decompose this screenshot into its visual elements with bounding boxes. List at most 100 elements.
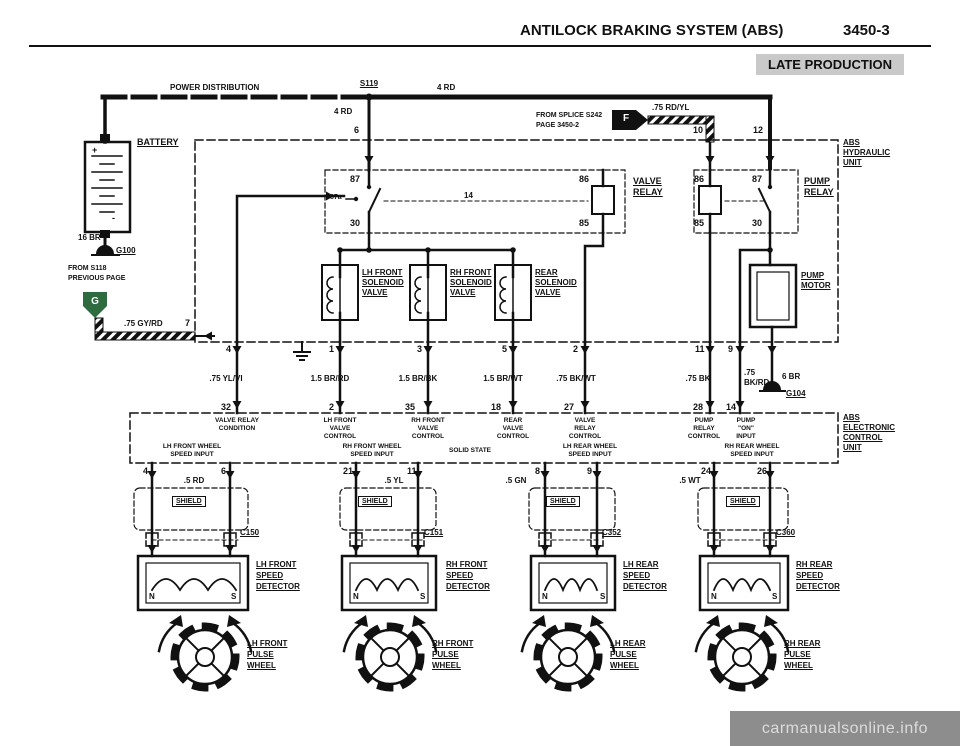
wheel-rh-rear-label-2: PULSE <box>784 650 811 659</box>
solenoid-rear-label-1: REAR <box>535 268 558 277</box>
pulse-wheel-rh-rear-icon <box>694 615 790 692</box>
hydraulic-unit-box <box>194 139 839 343</box>
ecu-fn-rear-valve-2: VALVE <box>502 425 524 432</box>
wheel-rh-front-label-1: RH FRONT <box>432 639 474 648</box>
power-distribution-label: POWER DISTRIBUTION <box>170 83 260 92</box>
detector-lh-rear-label-1: LH REAR <box>623 560 659 569</box>
pin-7-label: 7 <box>185 318 191 328</box>
solenoid-rh-front-label-1: RH FRONT <box>450 268 492 277</box>
flow-arrows <box>147 155 777 554</box>
shield-label-rh-front: SHIELD <box>358 496 392 507</box>
wheel-lh-front-label-1: LH FRONT <box>247 639 288 648</box>
solenoid-rear-icon <box>494 248 532 344</box>
wheel-rh-front-label-2: PULSE <box>432 650 459 659</box>
ecu-fn-rh-front-speed-1: RH FRONT WHEEL <box>342 443 402 450</box>
ecu-pin-8: 8 <box>535 466 541 476</box>
wheel-lh-rear-label-1: LH REAR <box>610 639 646 648</box>
wheel-lh-front-label-3: WHEEL <box>247 661 276 670</box>
wheel-lh-front-label-2: PULSE <box>247 650 274 659</box>
pump-motor-label-2: MOTOR <box>801 281 831 290</box>
wire-label-75bkrd-1: .75 <box>744 368 756 377</box>
ecu-fn-lh-rear-speed-2: SPEED INPUT <box>568 451 612 458</box>
detector-lh-front-n: N <box>149 592 155 601</box>
ecu-fn-lh-rear-speed-1: LH REAR WHEEL <box>562 443 618 450</box>
pin-10-label: 10 <box>693 125 704 135</box>
solenoid-rear-label-3: VALVE <box>535 288 561 297</box>
detector-lh-front-label-1: LH FRONT <box>256 560 297 569</box>
valve-relay-name-2: RELAY <box>633 187 663 197</box>
ecu-fn-valve-relay-control-1: VALVE <box>574 417 596 424</box>
wire-label-6br: 6 BR <box>782 372 801 381</box>
wire-label-5yl: .5 YL <box>384 476 404 485</box>
ecu-fn-rear-valve-3: CONTROL <box>496 433 530 440</box>
sensor-wires <box>150 461 772 558</box>
wire-label-5rd: .5 RD <box>183 476 205 485</box>
pump-motor-box <box>748 263 798 390</box>
pulse-wheel-lh-rear-icon <box>520 615 616 692</box>
wire-label-75bk: .75 BK <box>685 374 711 383</box>
detector-rh-front-s: S <box>420 592 426 601</box>
ecu-fn-rh-front-valve-1: RH FRONT <box>411 417 445 424</box>
ecu-fn-rear-valve-1: REAR <box>503 417 523 424</box>
pump-motor-label-1: PUMP <box>801 271 825 280</box>
wheel-rh-rear-label-3: WHEEL <box>784 661 813 670</box>
battery-plus: + <box>92 145 98 155</box>
ecu-fn-rh-rear-speed-2: SPEED INPUT <box>730 451 774 458</box>
from-splice-line1: FROM SPLICE S242 <box>536 112 603 119</box>
ecu-fn-lh-front-valve-2: VALVE <box>329 425 351 432</box>
wire-label-75ylvi: .75 YL/VI <box>209 374 243 383</box>
ecu-fn-pump-on-input-3: INPUT <box>736 433 756 440</box>
wire-label-75bkrd-2: BK/RD <box>744 378 770 387</box>
pump-relay-pin-86: 86 <box>694 174 705 184</box>
detector-lh-front-label-2: SPEED <box>256 571 284 580</box>
ecu-fn-lh-front-speed-2: SPEED INPUT <box>170 451 214 458</box>
pump-relay-name-2: RELAY <box>804 187 834 197</box>
solenoid-lh-front-label-1: LH FRONT <box>362 268 403 277</box>
valve-relay-name-1: VALVE <box>633 176 662 186</box>
valve-relay-box <box>324 168 626 235</box>
ecu-pin-24: 24 <box>701 466 712 476</box>
valve-relay-pin-87: 87 <box>350 174 361 184</box>
wire-label-5gn: .5 GN <box>505 476 527 485</box>
ecu-fn-lh-front-valve-1: LH FRONT <box>323 417 357 424</box>
unit-pin-2: 2 <box>573 344 579 354</box>
ecu-fn-valve-relay-condition-1: VALVE RELAY <box>215 417 259 424</box>
hydraulic-unit-name-1: ABS <box>843 138 860 147</box>
detector-lh-rear-n: N <box>542 592 548 601</box>
speed-detector-rh-rear-box <box>698 554 790 612</box>
valve-relay-pin-30: 30 <box>350 218 361 228</box>
battery-minus: - <box>112 213 115 223</box>
pulse-wheel-rh-front-icon <box>342 615 438 692</box>
ecu-pin-6: 6 <box>221 466 227 476</box>
unit-pin-11: 11 <box>695 344 705 354</box>
ecu-pin-21: 21 <box>343 466 354 476</box>
wire-label-15brwt: 1.5 BR/WT <box>483 374 523 383</box>
detector-rh-rear-label-1: RH REAR <box>796 560 833 569</box>
ecu-pin-11: 11 <box>407 466 417 476</box>
connector-c151-label: C151 <box>424 528 444 537</box>
shield-label-lh-front: SHIELD <box>172 496 206 507</box>
unit-pin-3: 3 <box>417 344 423 354</box>
ecu-pin-27: 27 <box>564 402 575 412</box>
pump-relay-name-1: PUMP <box>804 176 831 186</box>
ecu-pin-35: 35 <box>405 402 416 412</box>
page-number: 3450-3 <box>843 22 890 39</box>
pin-6-label: 6 <box>354 125 360 135</box>
ecu-name-4: UNIT <box>843 443 862 452</box>
ecu-fn-rh-front-speed-2: SPEED INPUT <box>350 451 394 458</box>
wire-label-75gyrd: .75 GY/RD <box>124 319 163 328</box>
ecu-fn-pump-relay-control-3: CONTROL <box>687 433 721 440</box>
solenoid-rh-front-label-3: VALVE <box>450 288 476 297</box>
ecu-pin-14: 14 <box>726 402 737 412</box>
wheel-lh-rear-label-2: PULSE <box>610 650 637 659</box>
ground-g104-label: G104 <box>786 389 806 398</box>
ecu-name-1: ABS <box>843 413 860 422</box>
connector-c352-label: C352 <box>602 528 622 537</box>
detector-lh-front-label-3: DETECTOR <box>256 582 300 591</box>
chassis-ground-icon <box>293 341 311 361</box>
valve-relay-pin-87a: 87a <box>330 194 342 201</box>
splice-f-badge-label: F <box>622 113 630 124</box>
ecu-name-3: CONTROL <box>843 433 883 442</box>
detector-rh-rear-s: S <box>772 592 778 601</box>
